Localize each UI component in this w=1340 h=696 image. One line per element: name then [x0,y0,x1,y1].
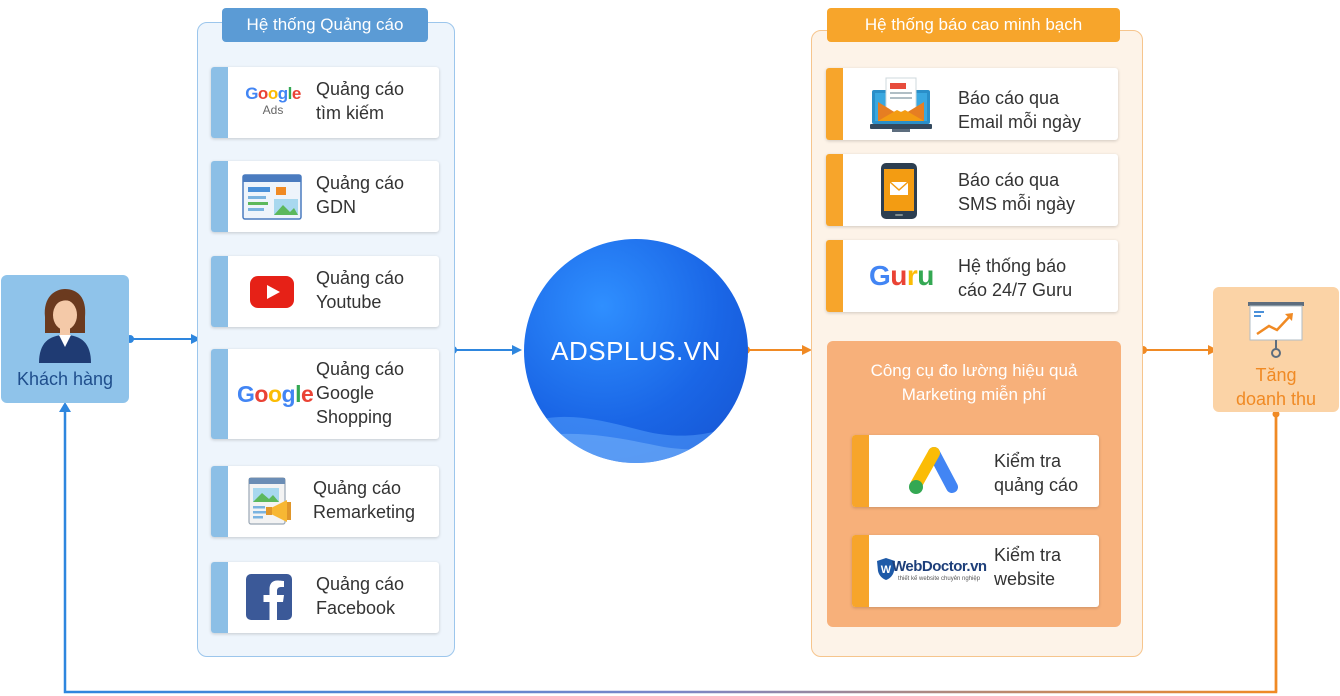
growth-chart-icon [1248,302,1304,358]
growth-label: Tăng doanh thu [1235,365,1317,409]
ads-to-center-arrow [449,345,522,355]
report-system-title: Hệ thống báo cao minh bạch [827,8,1120,42]
svg-text:W: W [881,564,892,576]
email-monitor-icon [870,77,932,132]
card-accent-bar [211,349,228,439]
revenue-growth-node: Tăng doanh thu [1213,287,1339,412]
ad-card-remarketing: Quảng cáo Remarketing [211,466,439,537]
ad-card-facebook: Quảng cáo Facebook [211,562,439,633]
card-accent-bar [826,240,843,312]
customer-label: Khách hàng [16,369,114,389]
report-card-label: Báo cáo qua Email mỗi ngày [958,88,1082,132]
card-accent-bar [211,466,228,537]
facebook-icon [246,574,292,620]
ad-card-shopping: Google Quảng cáo Google Shopping [211,349,439,439]
card-accent-bar [852,535,869,607]
report-card-label: Hệ thống báo cáo 24/7 Guru [958,256,1073,300]
tool-card-label: Kiểm tra website [994,545,1062,589]
center-to-report-arrow [742,345,812,355]
card-accent-bar [826,154,843,226]
guru-logo-icon: Guru [869,260,934,291]
card-accent-bar [211,67,228,138]
report-card-label: Báo cáo qua SMS mỗi ngày [958,170,1076,214]
feedback-loop-arrow [59,402,1280,694]
adsplus-circle: ADSPLUS.VN [524,239,748,463]
tool-card-website-check: W WebDoctor.vn thiết kế website chuyên n… [852,535,1099,607]
customer-avatar-icon [39,289,91,363]
tool-card-ads-check: Kiểm tra quảng cáo [852,435,1099,507]
card-accent-bar [852,435,869,507]
report-to-growth-arrow [1139,345,1218,355]
webdoctor-shield-icon: W [877,558,895,580]
google-ads-a-icon [909,447,958,494]
remarketing-megaphone-icon [248,477,291,525]
ad-card-label: Quảng cáo Google Shopping [316,359,405,427]
customer-node: Khách hàng [1,275,129,403]
google-logo-icon: Google [237,381,314,407]
youtube-icon [250,276,294,308]
card-accent-bar [211,161,228,232]
tool-card-label: Kiểm tra quảng cáo [994,451,1079,495]
report-card-sms: Báo cáo qua SMS mỗi ngày [826,154,1118,226]
report-card-guru: Guru Hệ thống báo cáo 24/7 Guru [826,240,1118,312]
card-accent-bar [211,562,228,633]
ad-card-label: Quảng cáo Facebook [316,574,405,618]
ad-card-label: Quảng cáo Youtube [316,268,405,312]
ad-card-gdn: Quảng cáo GDN [211,161,439,232]
ad-card-youtube: Quảng cáo Youtube [211,256,439,327]
google-ads-logo-icon: Google Ads [245,84,301,118]
ads-system-title: Hệ thống Quảng cáo [222,8,428,42]
center-title: ADSPLUS.VN [551,336,721,366]
tools-title: Công cụ đo lường hiệu quả Marketing miễn… [870,361,1078,404]
ad-card-label: Quảng cáo Remarketing [313,478,416,522]
sms-phone-icon [881,163,917,219]
card-accent-bar [826,68,843,140]
customer-to-ads-arrow [126,334,201,344]
report-card-email: Báo cáo qua Email mỗi ngày [826,68,1118,140]
circle-wave-decoration [524,416,748,463]
ad-card-label: Quảng cáo GDN [316,173,405,217]
ad-card-search: Google Ads Quảng cáo tìm kiếm [211,67,439,138]
gdn-display-icon [242,174,302,220]
card-accent-bar [211,256,228,327]
ad-card-label: Quảng cáo tìm kiếm [316,79,405,123]
